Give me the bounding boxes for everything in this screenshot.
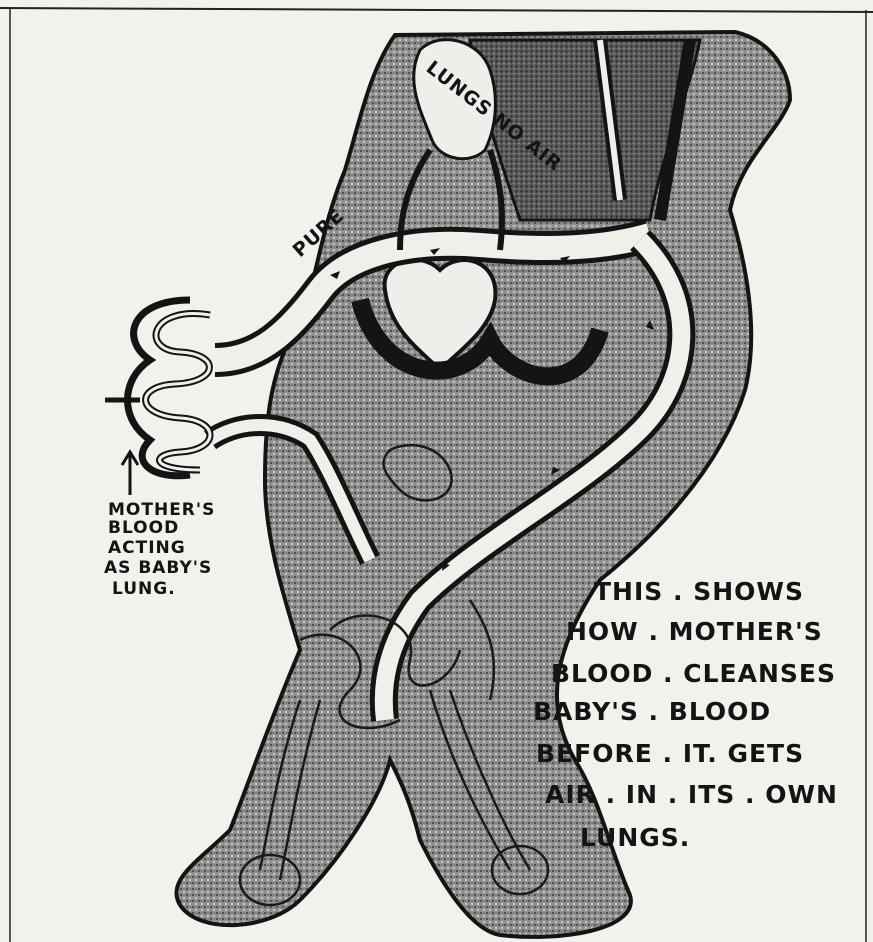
top-border bbox=[0, 8, 873, 12]
caption-line: LUNGS. bbox=[580, 823, 690, 852]
caption-line: BEFORE . IT. GETS bbox=[536, 739, 804, 768]
placenta-arrow bbox=[122, 452, 138, 495]
caption-line: HOW . MOTHER'S bbox=[566, 617, 823, 646]
side-note-line: ACTING bbox=[108, 538, 186, 558]
side-note-line: MOTHER'S bbox=[108, 500, 215, 520]
caption-line: BLOOD . CLEANSES bbox=[551, 659, 836, 688]
caption-line: BABY'S . BLOOD bbox=[533, 697, 771, 726]
caption-line: THIS . SHOWS bbox=[594, 577, 804, 606]
side-note-line: AS BABY'S bbox=[104, 558, 212, 578]
side-note-line: BLOOD bbox=[108, 518, 179, 538]
caption-line: AIR . IN . ITS . OWN bbox=[545, 780, 838, 809]
side-note-line: LUNG. bbox=[112, 579, 176, 599]
placenta bbox=[128, 300, 211, 476]
side-note: MOTHER'S BLOOD ACTING AS BABY'S LUNG. bbox=[104, 500, 215, 599]
